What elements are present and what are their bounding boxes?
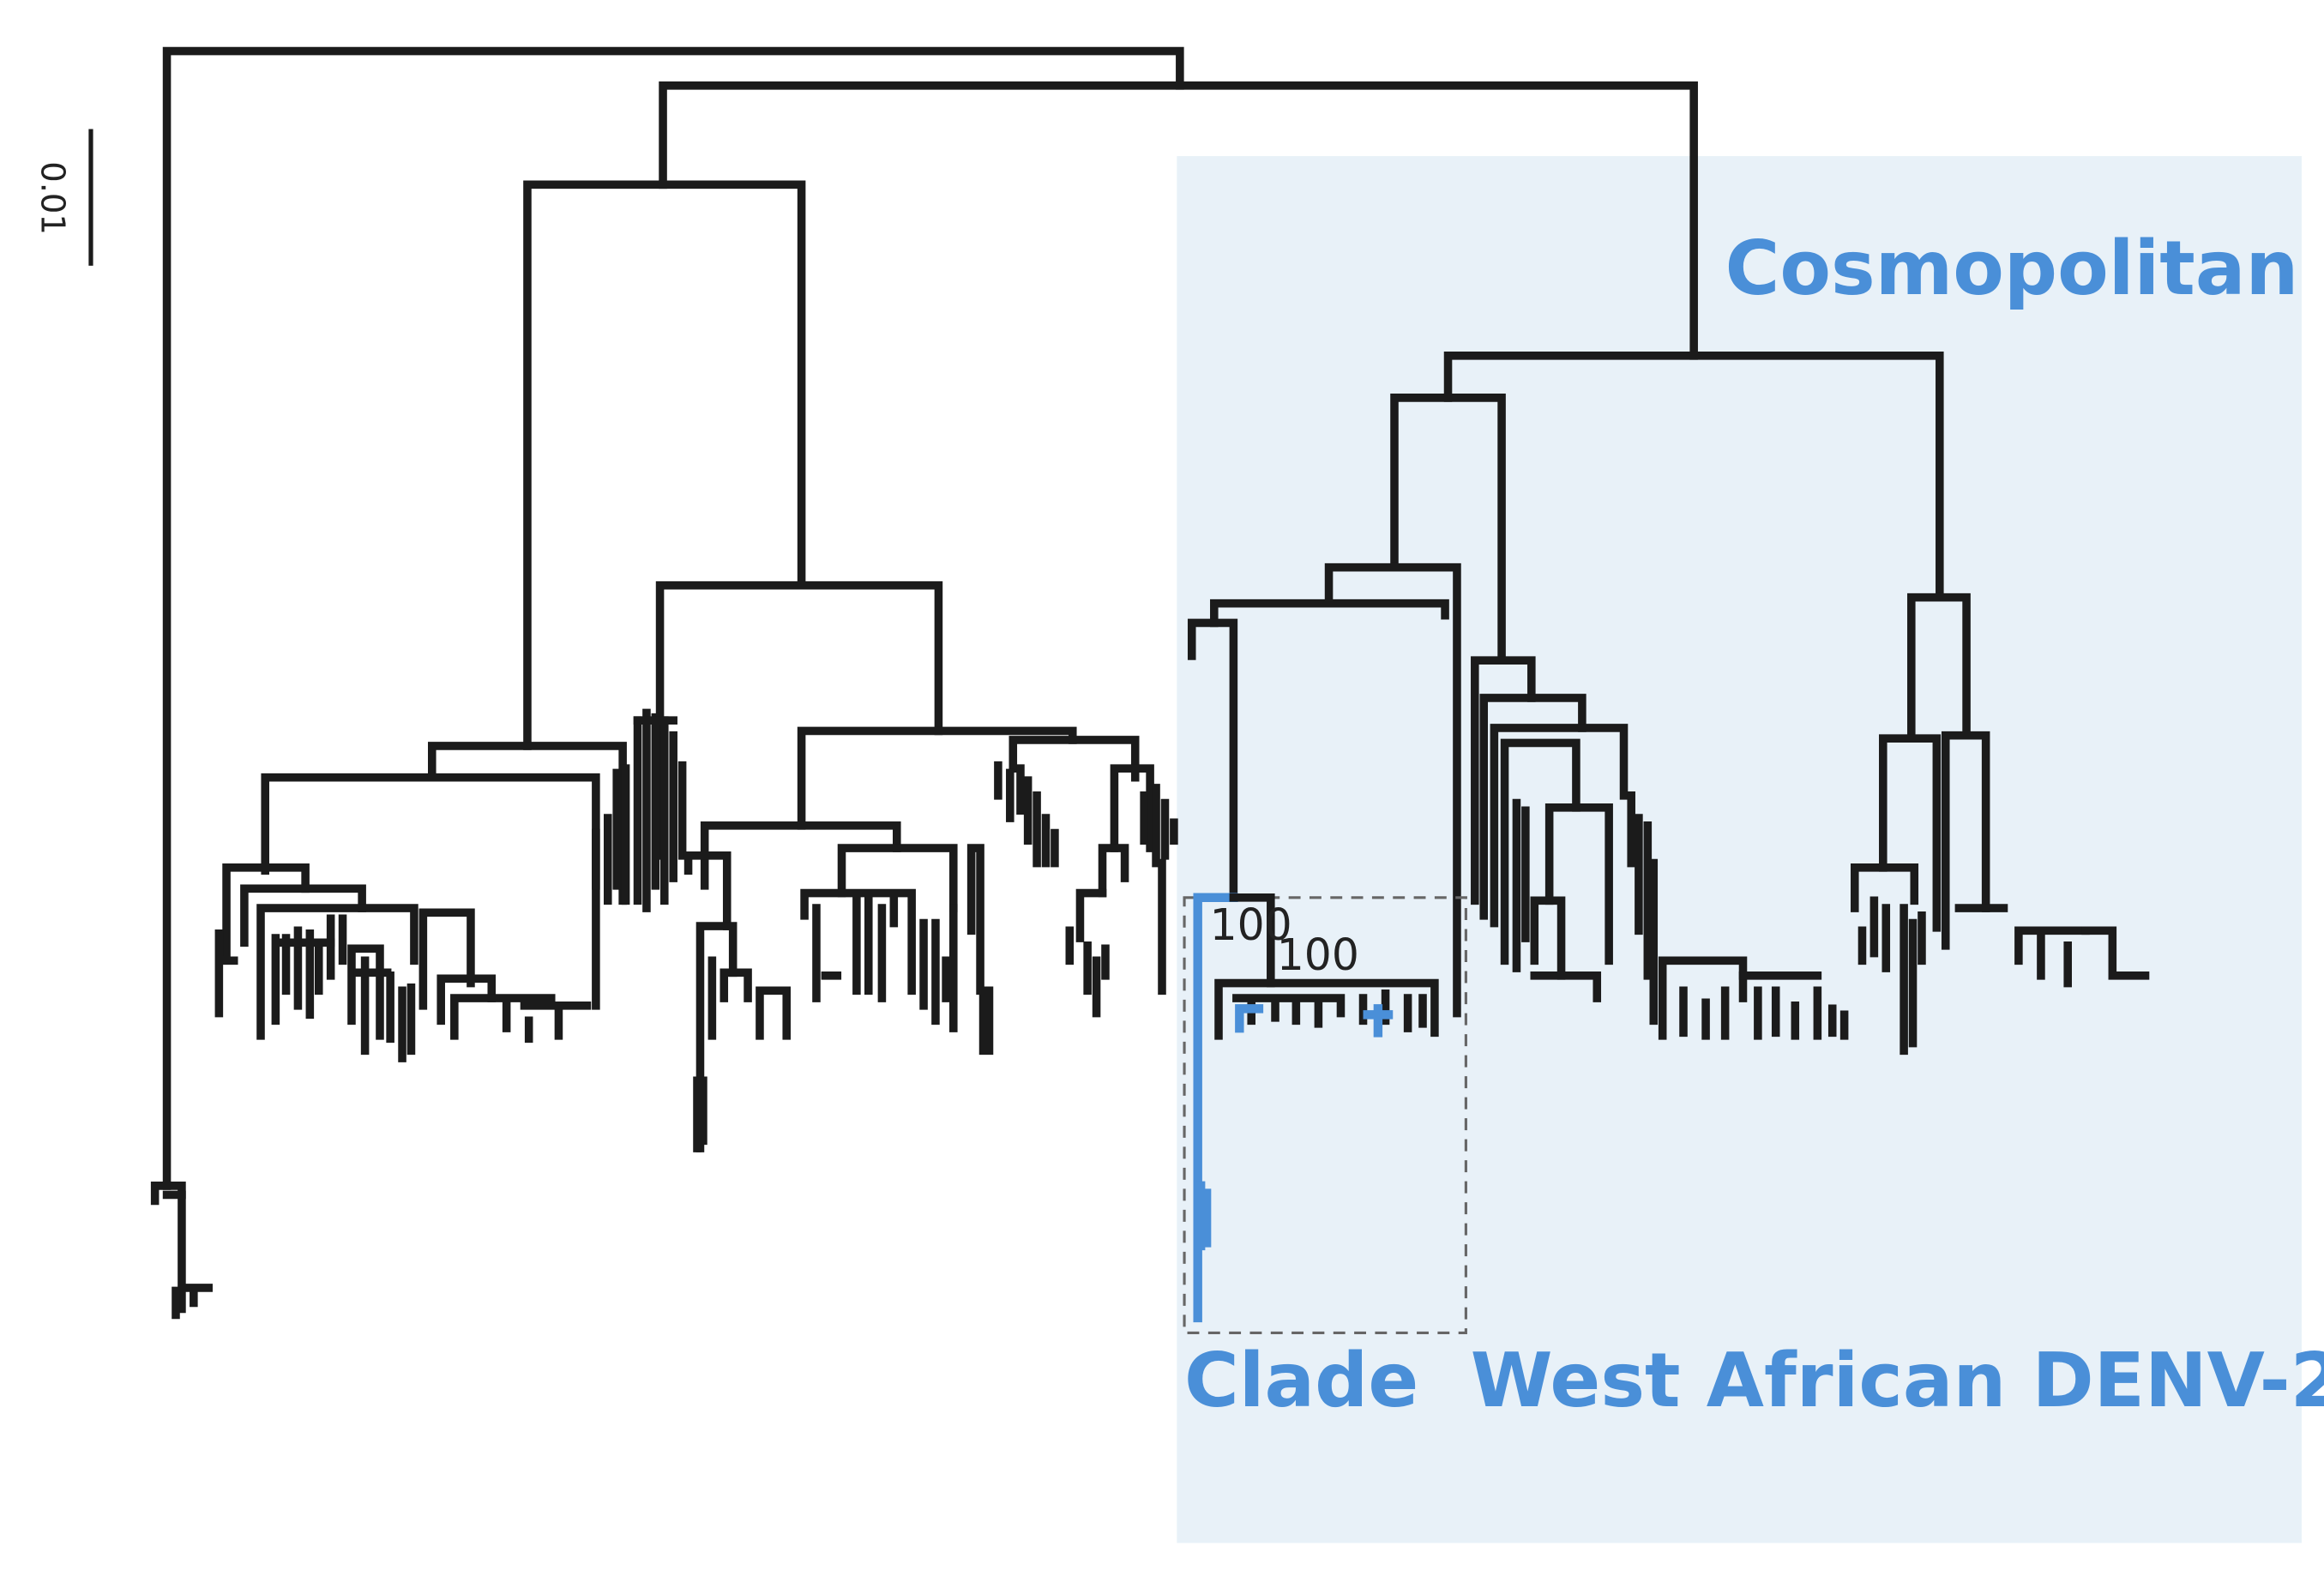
cosmopolitan-region [1177,156,2302,1543]
scale-bar-label: 0.01 [33,161,72,235]
right-middle-subtree [994,761,1178,1018]
tree-backbone [162,46,1698,1190]
west-african-clade-label: Clade West African DENV-2 [1184,1337,2324,1424]
outgroup-subtree [150,1182,213,1320]
cosmopolitan-right-cluster [1851,593,2150,1056]
west-african-clade-box [1183,896,1467,1334]
bootstrap-value: 100 [1277,929,1359,980]
cosmopolitan-clade-label: Cosmopolitan DENV-2 [1725,225,2324,312]
middle-subtree [683,844,994,1152]
central-dense-cluster [592,708,687,912]
cosmopolitan-middle-cluster [1471,656,1849,1040]
west-african-subtree [1193,893,1439,1323]
scale-bar: 0.01 [33,129,93,266]
cosmopolitan-backbone [1187,352,1944,1018]
left-cluster [214,863,592,1062]
bootstrap-value: 100 [1210,899,1292,950]
